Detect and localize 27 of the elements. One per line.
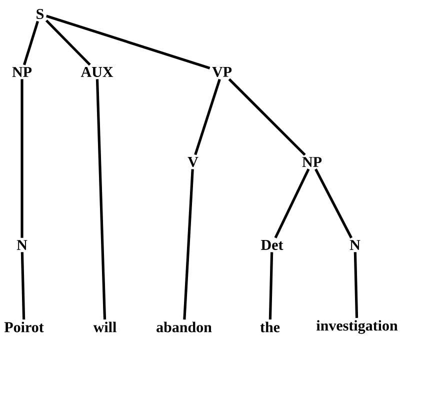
tree-branch — [46, 14, 210, 70]
word-label: abandon — [156, 322, 212, 332]
tree-branch — [228, 78, 306, 156]
tree-branch — [20, 252, 26, 320]
tree-branch — [194, 78, 221, 156]
word-label: Poirot — [4, 322, 44, 332]
tree-branch — [45, 20, 91, 66]
category-label: S — [36, 8, 44, 20]
category-label: NP — [302, 157, 322, 167]
tree-branch — [354, 252, 358, 318]
word-label: the — [260, 322, 280, 332]
category-label: VP — [212, 66, 232, 77]
category-label: N — [350, 240, 360, 250]
category-label: Det — [261, 240, 284, 250]
tree-branch — [20, 79, 24, 238]
tree-branch — [274, 168, 310, 238]
tree-branch — [268, 252, 274, 320]
category-label: AUX — [80, 66, 114, 78]
tree-branch — [22, 20, 39, 66]
tree-branch — [96, 79, 106, 320]
category-label: NP — [12, 67, 32, 77]
category-label: N — [16, 240, 28, 250]
tree-branch — [314, 168, 352, 238]
category-label: V — [188, 156, 198, 167]
tree-branch — [183, 169, 194, 320]
word-label: will — [93, 322, 116, 332]
word-label: investigation — [316, 320, 398, 334]
